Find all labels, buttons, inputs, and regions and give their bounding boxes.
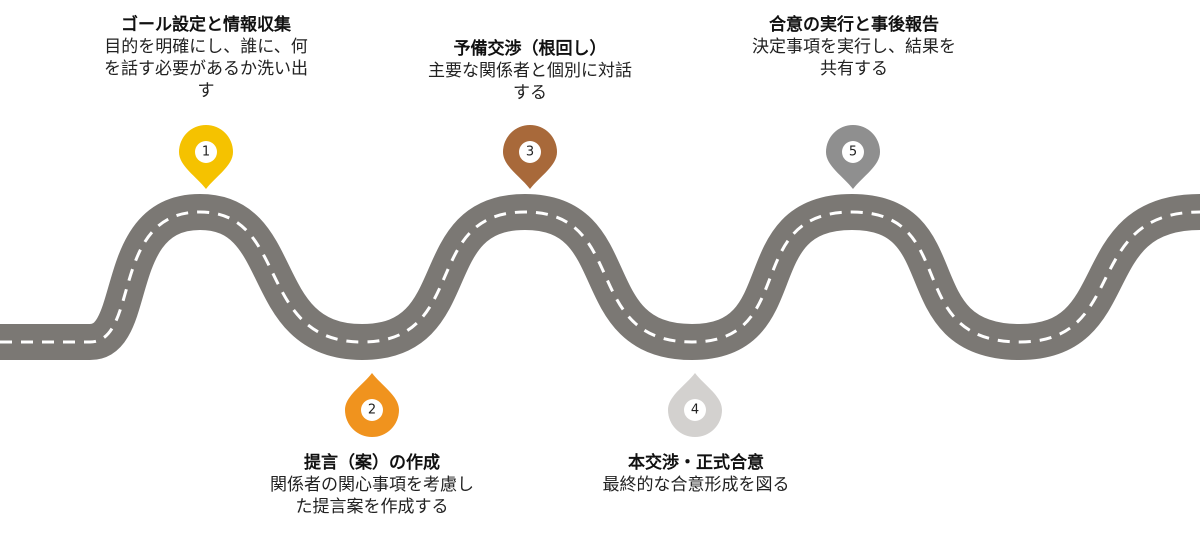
step-4-text: 本交渉・正式合意 最終的な合意形成を図る <box>586 452 806 496</box>
pin-number: 4 <box>691 403 699 418</box>
pin-number: 5 <box>849 145 857 160</box>
step-3-pin: 3 <box>503 125 557 189</box>
pin-number-circle <box>684 399 706 421</box>
step-5-text: 合意の実行と事後報告 決定事項を実行し、結果を共有する <box>744 14 964 80</box>
step-description: 主要な関係者と個別に対話する <box>428 61 632 104</box>
pin-number-circle <box>361 399 383 421</box>
step-description: 関係者の関心事項を考慮した提言案を作成する <box>270 475 474 518</box>
pin-number-circle <box>195 141 217 163</box>
pin-number-circle <box>842 141 864 163</box>
step-2-pin: 2 <box>345 373 399 437</box>
step-2-text: 提言（案）の作成 関係者の関心事項を考慮した提言案を作成する <box>262 452 482 518</box>
step-5-pin: 5 <box>826 125 880 189</box>
step-3-text: 予備交渉（根回し） 主要な関係者と個別に対話する <box>420 38 640 104</box>
step-title: ゴール設定と情報収集 <box>121 15 291 35</box>
step-title: 予備交渉（根回し） <box>453 39 607 59</box>
step-title: 合意の実行と事後報告 <box>769 15 939 35</box>
step-1-pin: 1 <box>179 125 233 189</box>
step-description: 決定事項を実行し、結果を共有する <box>752 37 956 80</box>
step-description: 最終的な合意形成を図る <box>602 475 790 496</box>
pin-number: 2 <box>368 403 376 418</box>
road-center-line <box>0 210 1200 344</box>
pin-number: 1 <box>202 145 210 160</box>
step-4-pin: 4 <box>668 373 722 437</box>
step-title: 提言（案）の作成 <box>304 453 440 473</box>
step-1-text: ゴール設定と情報収集 目的を明確にし、誰に、何を話す必要があるか洗い出す <box>96 14 316 102</box>
pin-number: 3 <box>526 145 534 160</box>
step-description: 目的を明確にし、誰に、何を話す必要があるか洗い出す <box>104 37 308 102</box>
road-asphalt <box>0 194 1200 360</box>
pin-number-circle <box>519 141 541 163</box>
step-title: 本交渉・正式合意 <box>628 453 764 473</box>
